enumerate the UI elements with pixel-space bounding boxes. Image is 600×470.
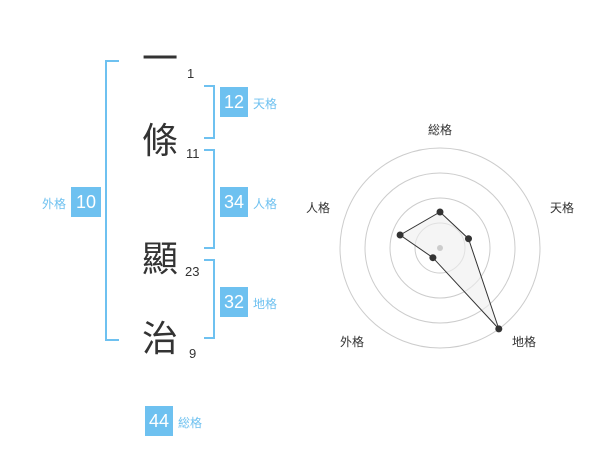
radar-ring-3 (364, 172, 516, 324)
name-char-2: 條 (142, 121, 179, 162)
radar-ring-2 (389, 197, 491, 299)
radar-axis-label-soukaku: 総格 (428, 122, 452, 137)
gaikaku-value: 10 (71, 187, 101, 217)
chikaku-label: 地格 (253, 297, 278, 311)
jinkaku-value: 34 (220, 187, 248, 217)
chikaku-bracket (204, 259, 215, 339)
radar-axis-label-chikaku: 地格 (512, 334, 536, 349)
chikaku-value: 32 (220, 287, 248, 317)
jinkaku-bracket (204, 149, 215, 249)
tenkaku-value: 12 (220, 87, 248, 117)
jinkaku-label: 人格 (253, 197, 278, 211)
fortune-radar-chart: 総格 天格 地格 外格 人格 (306, 122, 574, 349)
radar-center-dot (437, 245, 443, 251)
radar-rings (339, 147, 541, 349)
gaikaku-bracket (105, 60, 119, 341)
tenkaku-label: 天格 (253, 97, 278, 111)
name-char-3: 顯 (142, 239, 179, 280)
radar-points (396, 208, 503, 333)
radar-point-4 (429, 254, 437, 262)
name-char-1-strokes: 1 (187, 66, 195, 81)
soukaku-label: 総格 (178, 416, 203, 430)
tenkaku-bracket (204, 85, 215, 139)
radar-point-5 (396, 231, 404, 239)
radar-polygon (399, 211, 500, 330)
gaikaku-label: 外格 (42, 197, 67, 211)
radar-point-2 (465, 235, 472, 243)
name-char-1: 一 (142, 39, 179, 80)
radar-point-3 (495, 325, 503, 333)
radar-axis-label-gaikaku: 外格 (340, 334, 364, 349)
name-char-4: 治 (142, 319, 179, 360)
name-char-4-strokes: 9 (189, 346, 197, 361)
name-char-3-strokes: 23 (185, 264, 200, 279)
radar-point-1 (436, 208, 444, 216)
radar-axis-label-tenkaku: 天格 (550, 200, 574, 215)
soukaku-value: 44 (145, 406, 173, 436)
radar-axis-label-jinkaku: 人格 (306, 200, 330, 215)
name-char-2-strokes: 11 (186, 146, 200, 161)
radar-ring-4 (339, 147, 541, 349)
